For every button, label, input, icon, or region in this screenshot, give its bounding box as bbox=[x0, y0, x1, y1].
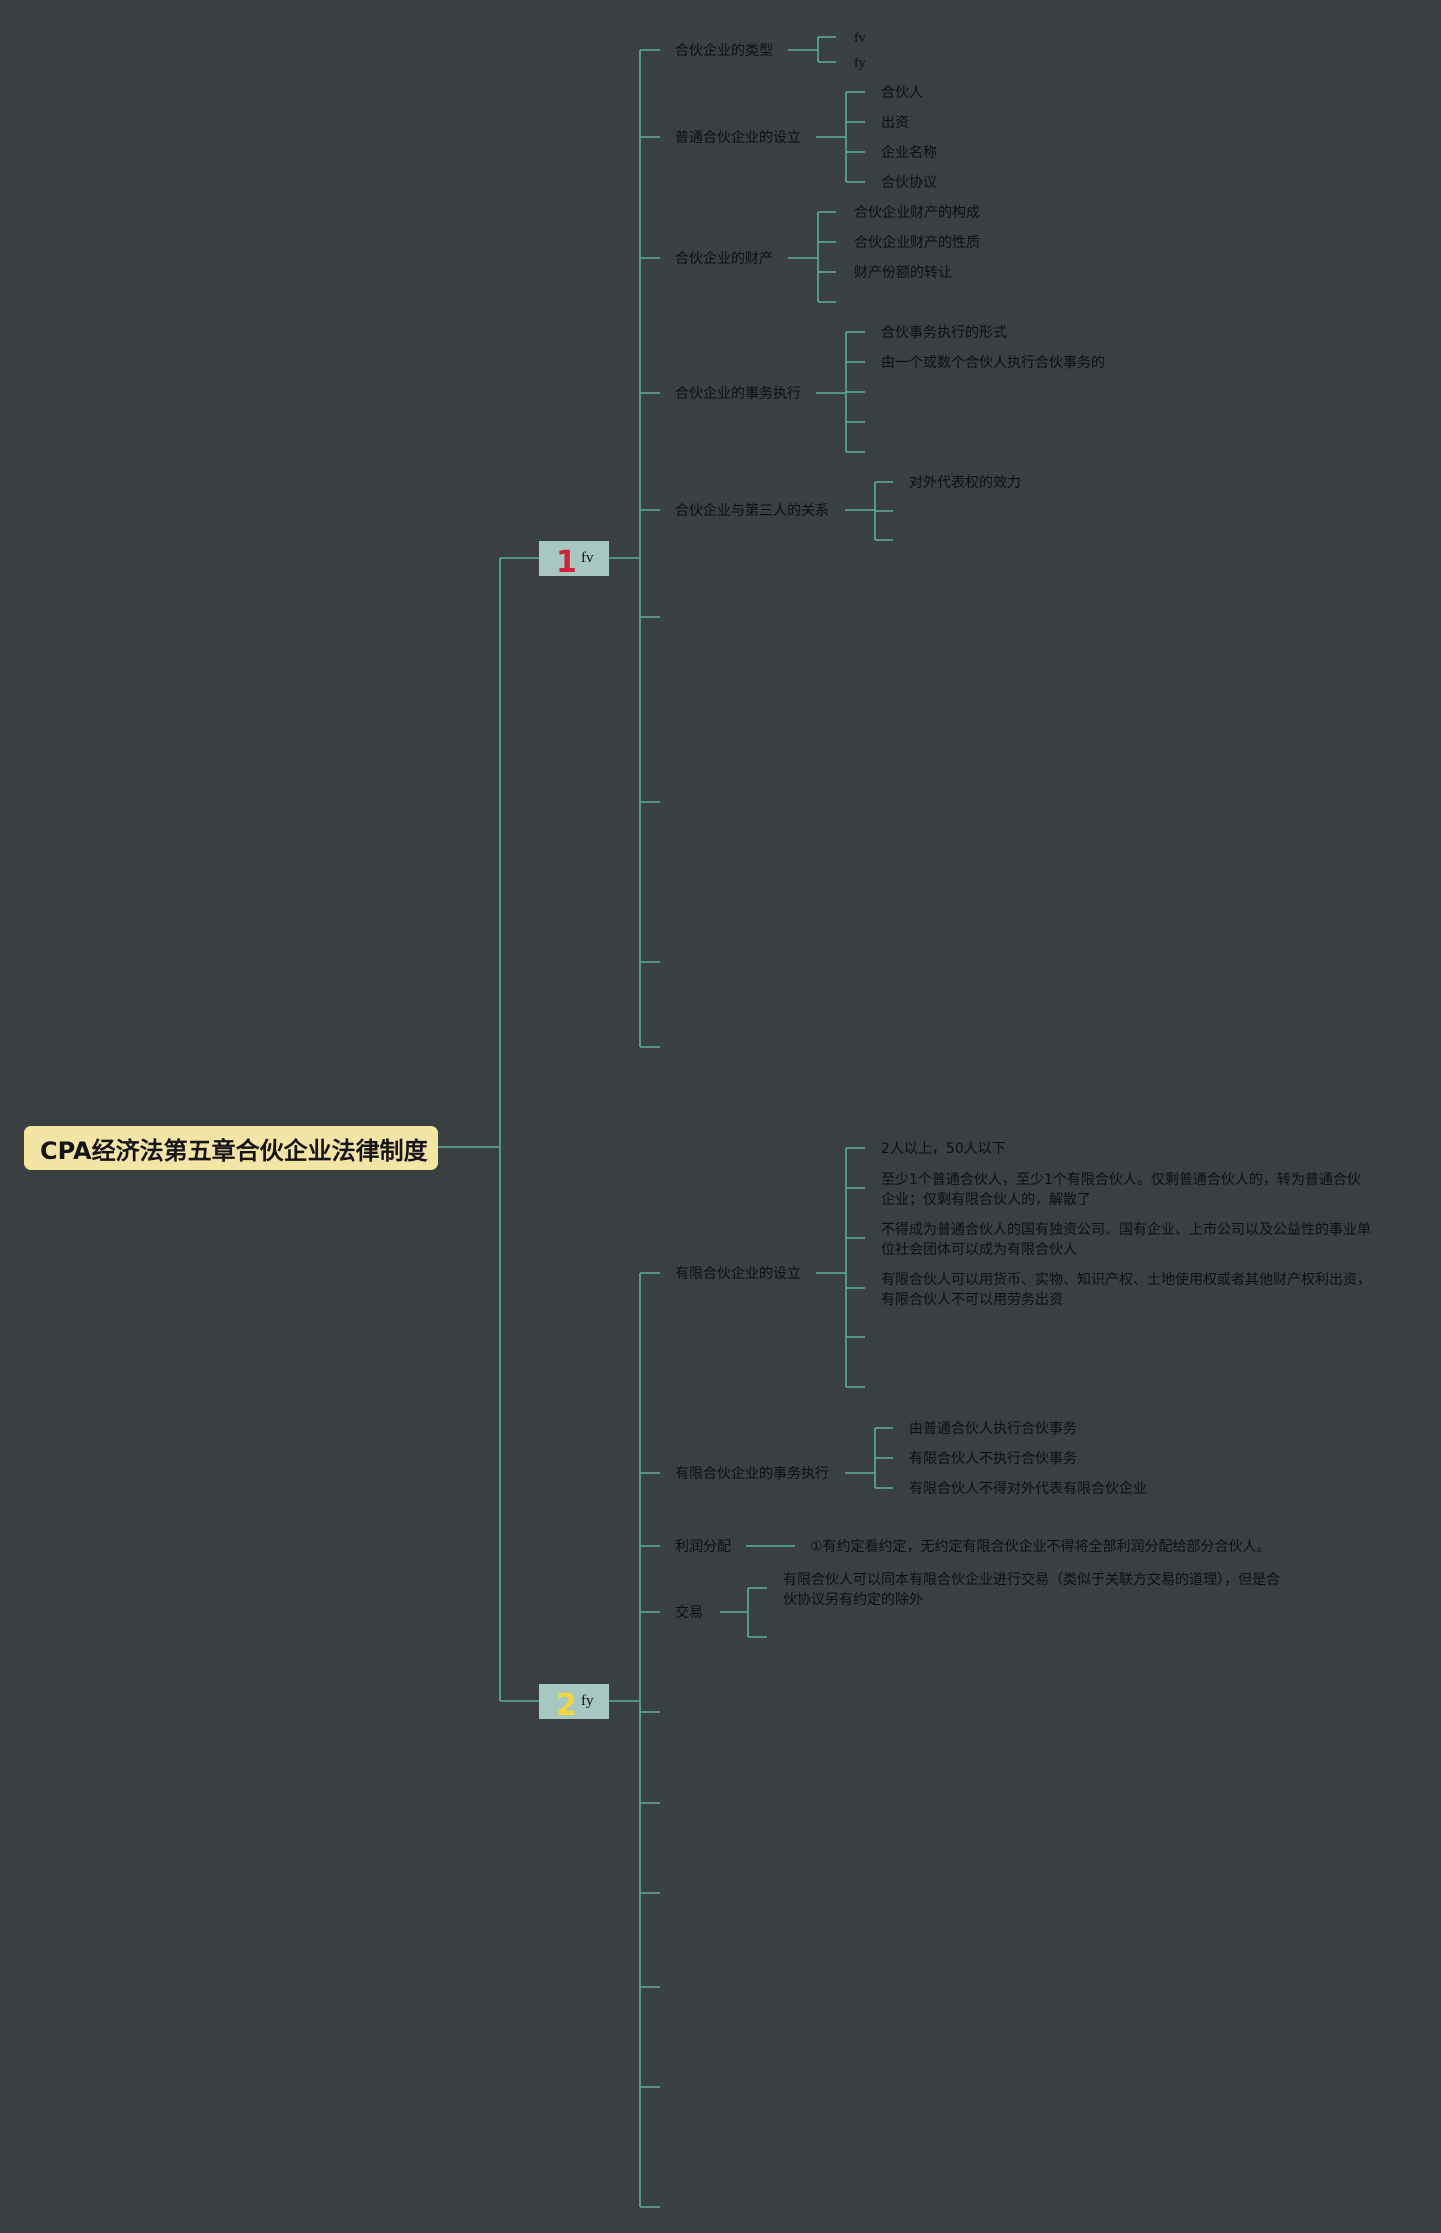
leaf-node[interactable]: 有限合伙人可以用货币、实物、知识产权、土地使用权或者其他财产权利出资，有限合伙人… bbox=[881, 1271, 1371, 1308]
leaf-node[interactable]: 有限合伙人不得对外代表有限合伙企业 bbox=[909, 1480, 1147, 1497]
topic-node[interactable]: 合伙企业的类型 bbox=[675, 42, 773, 59]
leaf-node[interactable]: 有限合伙人不执行合伙事务 bbox=[909, 1451, 1077, 1467]
leaf-node[interactable]: 不得成为普通合伙人的国有独资公司、国有企业、上市公司以及公益性的事业单位社会团体… bbox=[881, 1221, 1371, 1258]
connector-lines bbox=[438, 36, 893, 2208]
leaf-node[interactable]: fy bbox=[854, 56, 866, 71]
topic-node[interactable]: 有限合伙企业的事务执行 bbox=[675, 1465, 829, 1482]
leaf-node[interactable]: 有限合伙人可以同本有限合伙企业进行交易（类似于关联方交易的道理），但是合伙协议另… bbox=[783, 1571, 1280, 1608]
leaf-node[interactable]: 至少1个普通合伙人，至少1个有限合伙人。仅剩普通合伙人的，转为普通合伙企业；仅剩… bbox=[881, 1172, 1361, 1208]
topic-node[interactable]: 合伙企业的事务执行 bbox=[675, 385, 801, 402]
branch-node-1[interactable]: 1 fv bbox=[539, 541, 609, 580]
topic-node[interactable]: 合伙企业与第三人的关系 bbox=[675, 502, 829, 519]
branch-2-topics: 有限合伙企业的设立 2人以上，50人以下 至少1个普通合伙人，至少1个有限合伙人… bbox=[675, 1141, 1371, 1621]
topic-node[interactable]: 普通合伙企业的设立 bbox=[675, 129, 801, 146]
topic-node[interactable]: 交易 bbox=[675, 1604, 703, 1621]
leaf-node[interactable]: 合伙企业财产的性质 bbox=[854, 234, 980, 251]
branch-1-topics: 合伙企业的类型 fv fy 普通合伙企业的设立 合伙人 出资 企业名称 合伙协议… bbox=[675, 31, 1105, 519]
leaf-node[interactable]: 2人以上，50人以下 bbox=[881, 1141, 1006, 1157]
branch-label: fv bbox=[581, 550, 594, 566]
topic-node[interactable]: 合伙企业的财产 bbox=[675, 250, 773, 267]
leaf-node[interactable]: 财产份额的转让 bbox=[854, 265, 952, 281]
leaf-node[interactable]: 由普通合伙人执行合伙事务 bbox=[909, 1421, 1077, 1437]
branch-number: 2 bbox=[556, 1688, 577, 1723]
leaf-node[interactable]: fv bbox=[854, 31, 866, 46]
leaf-node[interactable]: 合伙人 bbox=[881, 85, 923, 101]
leaf-node[interactable]: 合伙事务执行的形式 bbox=[881, 325, 1007, 341]
leaf-node[interactable]: 合伙协议 bbox=[881, 175, 937, 191]
topic-node[interactable]: 利润分配 bbox=[675, 1539, 731, 1555]
leaf-node[interactable]: ①有约定看约定，无约定有限合伙企业不得将全部利润分配给部分合伙人。 bbox=[810, 1538, 1271, 1555]
leaf-node[interactable]: 企业名称 bbox=[881, 144, 937, 161]
leaf-node[interactable]: 由一个或数个合伙人执行合伙事务的 bbox=[881, 355, 1105, 371]
branch-node-2[interactable]: 2 fy bbox=[539, 1684, 609, 1723]
root-node[interactable]: CPA经济法第五章合伙企业法律制度 bbox=[24, 1126, 438, 1170]
branch-number: 1 bbox=[556, 545, 577, 580]
topic-node[interactable]: 有限合伙企业的设立 bbox=[675, 1265, 801, 1282]
leaf-node[interactable]: 出资 bbox=[881, 115, 909, 131]
root-title: CPA经济法第五章合伙企业法律制度 bbox=[40, 1137, 429, 1165]
branch-label: fy bbox=[581, 1693, 594, 1709]
leaf-node[interactable]: 合伙企业财产的构成 bbox=[854, 204, 980, 221]
leaf-node[interactable]: 对外代表权的效力 bbox=[909, 475, 1021, 491]
